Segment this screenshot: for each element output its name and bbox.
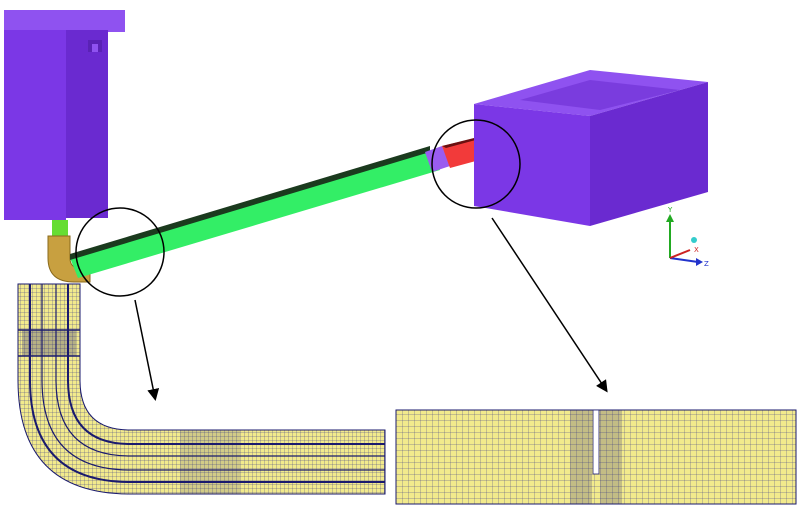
inlet-pipe: [52, 220, 68, 238]
axis-rotate-icon: [691, 237, 697, 243]
elbow-mesh-streamline-1: [29, 284, 385, 483]
axis-y-label: Y: [667, 206, 673, 214]
gap-mesh-left-dense: [570, 410, 592, 504]
right-tank: [474, 70, 708, 226]
axis-x-label: X: [694, 246, 699, 254]
elbow-mesh-dense-strip: [180, 430, 240, 494]
left-tank-right-face: [66, 30, 108, 218]
right-arrow-down-icon: [491, 217, 608, 393]
right-zoom-circle-icon: [431, 119, 521, 209]
left-tank: [4, 10, 125, 220]
gap-mesh-right-dense: [600, 410, 622, 504]
left-tank-slot-inner: [92, 44, 98, 52]
elbow-mesh-detail: [17, 283, 386, 495]
elbow-mesh-streamline-3: [55, 284, 385, 457]
axis-z-label: Z: [704, 260, 709, 268]
gap-mesh-detail: [395, 409, 797, 505]
axis-triad: Y Z X: [666, 206, 709, 268]
elbow-mesh-streamline-2: [41, 284, 385, 471]
elbow-mesh-streamline-4: [67, 284, 385, 445]
axis-z-line: [669, 257, 699, 263]
right-tank-front-face: [474, 104, 590, 226]
pipe-green-section: [70, 150, 440, 278]
right-tank-side-face: [590, 82, 708, 226]
right-tank-opening: [520, 80, 680, 110]
left-arrow-down-icon: [134, 299, 160, 401]
gap-mesh-slit: [592, 409, 600, 475]
axis-x-line: [669, 249, 691, 259]
left-zoom-circle-icon: [75, 207, 165, 297]
pipe-top-edge: [70, 146, 430, 260]
left-tank-front-face: [4, 30, 66, 220]
pipe-violet-band: [425, 146, 450, 172]
elbow-mesh-dense-band: [22, 330, 76, 356]
axis-y-arrow-icon: [666, 214, 674, 222]
inclined-pipe: [70, 124, 535, 278]
axis-z-arrow-icon: [696, 258, 703, 266]
